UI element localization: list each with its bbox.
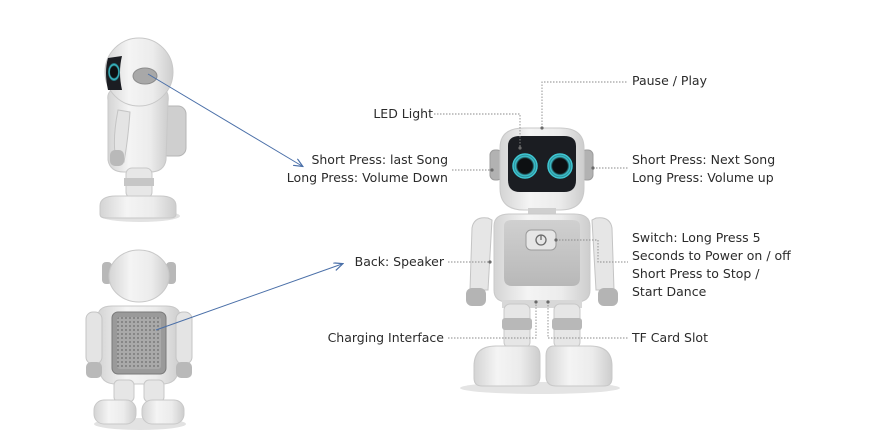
label-pause-play: Pause / Play xyxy=(632,73,707,88)
left-eye xyxy=(512,153,538,179)
label-tf-card-slot: TF Card Slot xyxy=(632,330,708,345)
callout-lines xyxy=(434,81,628,339)
speaker-arrow xyxy=(155,264,342,331)
pause-play-line xyxy=(541,81,628,128)
label-led-light: LED Light xyxy=(373,106,433,121)
led-light-line xyxy=(434,113,521,148)
robot-back-view xyxy=(85,249,193,430)
label-short-press-last: Short Press: last Song xyxy=(311,152,448,167)
label-right-ear: Short Press: Next Song Long Press: Volum… xyxy=(632,151,775,187)
robot-front-view xyxy=(460,127,620,394)
label-short-press-next: Short Press: Next Song xyxy=(632,152,776,167)
charging-line xyxy=(448,302,537,339)
label-long-press-volume-down: Long Press: Volume Down xyxy=(286,170,448,185)
right-eye xyxy=(547,153,573,179)
robot-side-view xyxy=(99,37,187,222)
label-switch-line-2: Seconds to Power on / off xyxy=(632,248,791,263)
label-charging-interface: Charging Interface xyxy=(327,330,444,345)
label-switch-line-4: Start Dance xyxy=(632,284,707,299)
label-back-speaker: Back: Speaker xyxy=(354,254,444,269)
label-long-press-volume-up: Long Press: Volume up xyxy=(632,170,774,185)
callout-dots xyxy=(488,126,595,304)
label-switch-line-1: Switch: Long Press 5 xyxy=(632,230,761,245)
label-left-ear: Short Press: last Song Long Press: Volum… xyxy=(287,151,448,187)
switch-line xyxy=(556,239,628,263)
label-switch: Switch: Long Press 5 Seconds to Power on… xyxy=(632,229,791,301)
side-button-arrow xyxy=(147,73,302,166)
label-switch-line-3: Short Press to Stop / xyxy=(632,266,760,281)
tf-card-line xyxy=(547,302,628,339)
